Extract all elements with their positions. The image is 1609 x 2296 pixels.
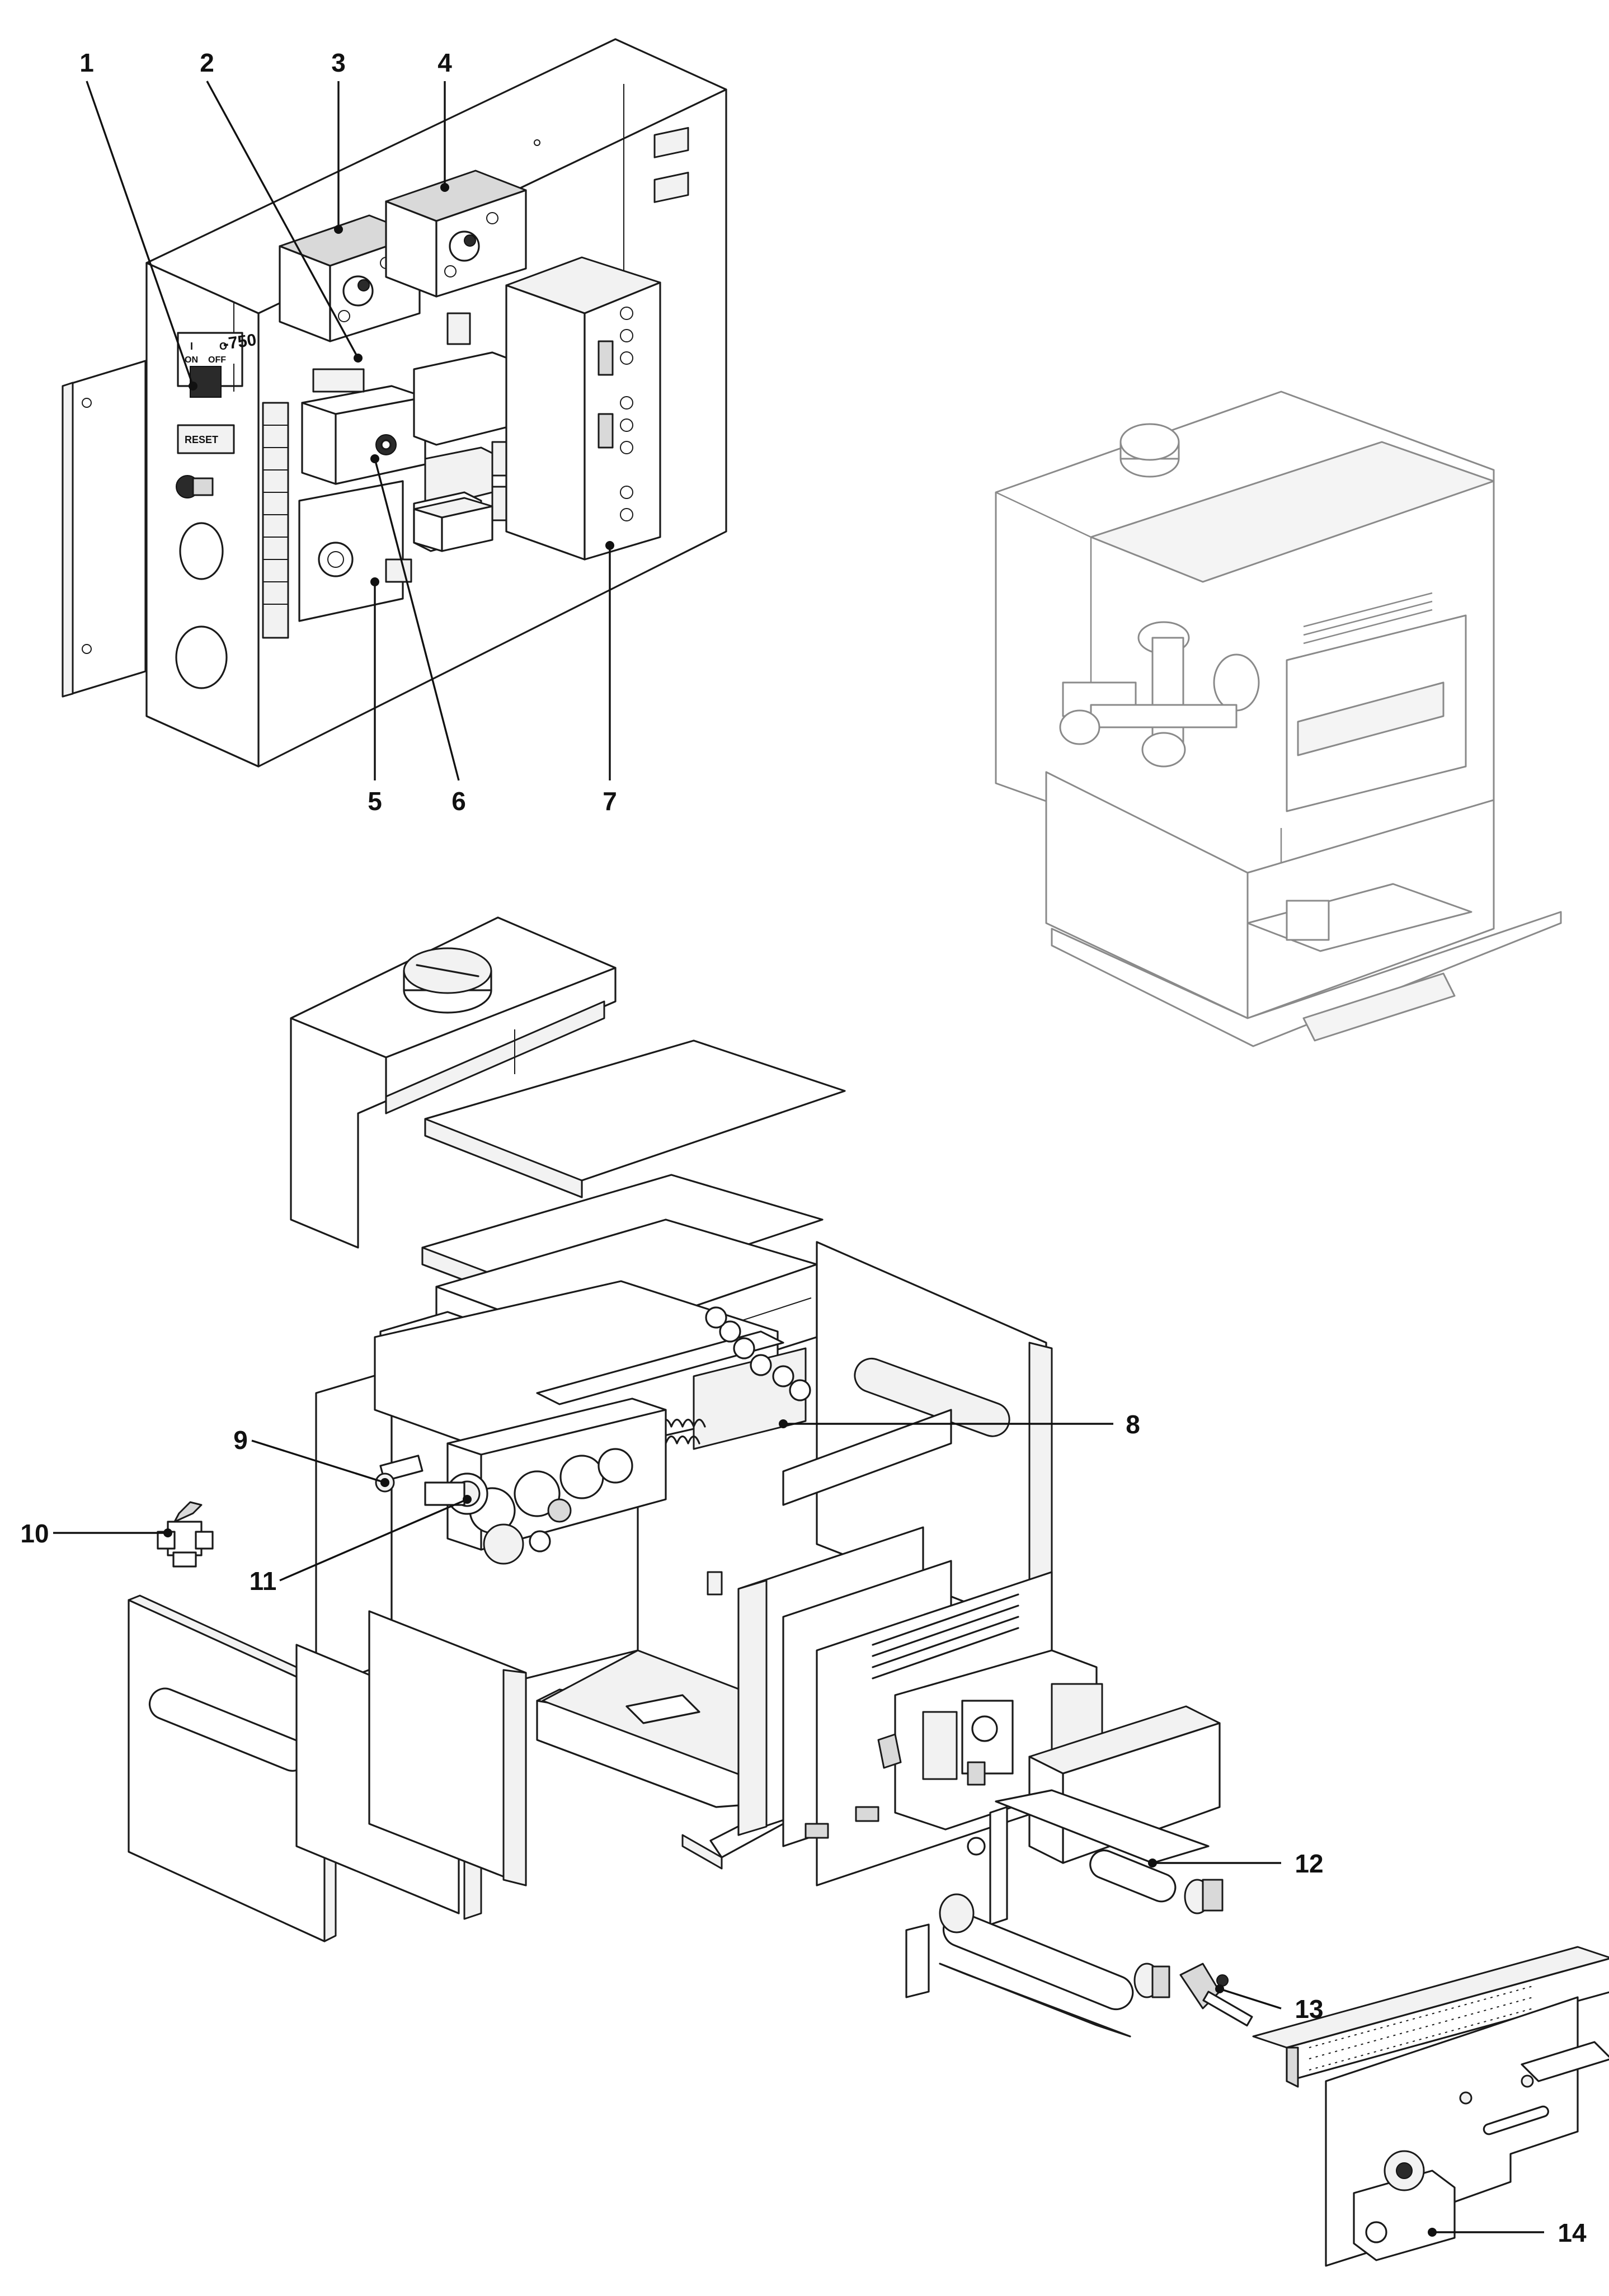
callout-5: 5: [368, 787, 382, 816]
knockout-upper: [179, 522, 224, 580]
callout-10: 10: [20, 1519, 49, 1548]
exploded-boiler-assembly: [128, 916, 1609, 2267]
callout-1: 1: [79, 48, 94, 77]
front-jacket-panels: [128, 1594, 527, 1942]
control-box-assembly: I ON OFF O RESET -750: [62, 38, 727, 768]
callout-8: 8: [1126, 1410, 1140, 1439]
callout-3: 3: [331, 48, 346, 77]
module-7-ignition-control: [505, 256, 661, 561]
gas-manifold-14: [1252, 1946, 1609, 2267]
mounting-bracket: [62, 360, 147, 698]
switch-text-off: OFF: [208, 355, 226, 365]
burner-tube-lower: [905, 1893, 1170, 2038]
module-5: [298, 480, 412, 622]
switch-text-i: I: [190, 341, 193, 352]
switch-text-on: ON: [185, 355, 198, 365]
front-panel: I ON OFF O RESET -750: [145, 262, 260, 768]
module-3: [279, 214, 421, 342]
assembled-boiler-view: [995, 390, 1562, 1047]
burner-tube-12: [989, 1789, 1224, 1926]
module-4: [385, 170, 527, 298]
reset-label-plate: [177, 424, 235, 454]
reset-text: RESET: [185, 434, 218, 445]
terminal-strip: [262, 402, 289, 639]
callout-9: 9: [233, 1425, 248, 1455]
power-switch-icon: [190, 366, 222, 398]
callout-labels: 1 2 3 4 5 6 7 8 9 10 11 12 13 14: [20, 48, 1587, 2247]
transformer: [413, 497, 493, 552]
pilot-igniter-13: [1179, 1963, 1253, 2027]
burner-ports: [1309, 1986, 1533, 2071]
callout-4: 4: [437, 48, 452, 77]
relief-valve-10: [157, 1501, 214, 1568]
callout-14: 14: [1558, 2218, 1587, 2247]
louver-vents: [872, 1593, 1019, 1679]
small-relay: [446, 312, 471, 345]
callout-6: 6: [451, 787, 466, 816]
callout-7: 7: [603, 787, 617, 816]
gas-valve: [1353, 2150, 1456, 2261]
top-jacket: [290, 916, 617, 1249]
switch-text-o: O: [219, 341, 227, 352]
callout-13: 13: [1295, 1994, 1323, 2024]
callout-leaders: [53, 81, 1544, 2237]
knockout-lower: [175, 625, 228, 689]
callout-2: 2: [200, 48, 214, 77]
callout-12: 12: [1295, 1849, 1323, 1878]
callout-11: 11: [250, 1566, 277, 1596]
